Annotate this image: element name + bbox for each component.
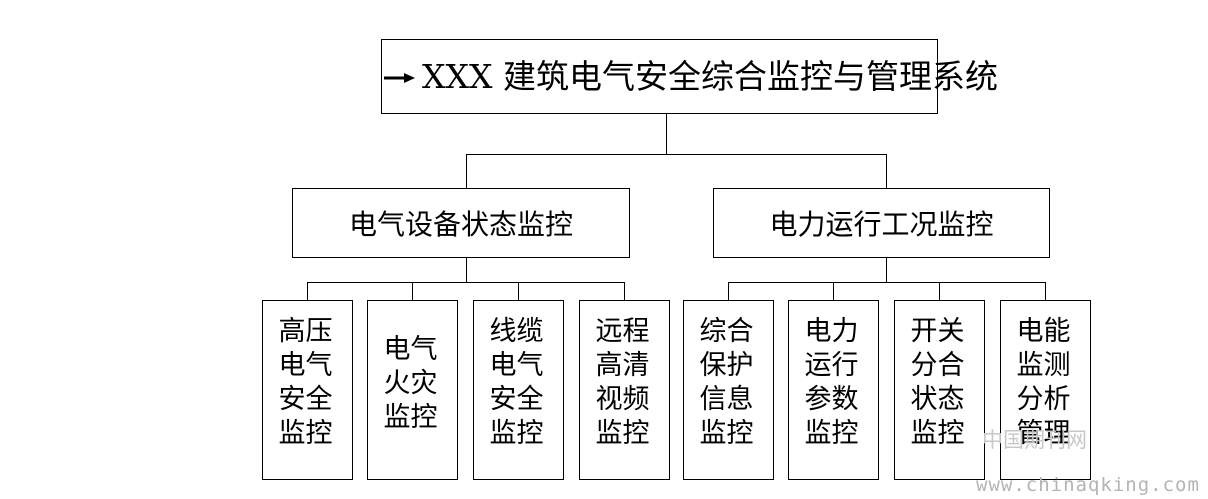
connector-left-leaves-horizontal [307,282,625,283]
leaf-label: 线缆电气安全监控 [489,316,544,449]
leaf-node-protection-info: 综合保护信息监控 [683,300,774,480]
leaf-label: 综合保护信息监控 [699,316,754,449]
connector-branch-horizontal [466,154,887,155]
connector-left-branch-down [466,154,467,188]
branch-node-equipment-status: 电气设备状态监控 [292,188,630,258]
leaf-label: 远程高清视频监控 [595,316,650,449]
connector-leaf-3-down [518,282,519,300]
connector-leaf-1-down [307,282,308,300]
leaf-label: 电能监测分析管理 [1016,316,1071,449]
leaf-node-hd-video: 远程高清视频监控 [579,300,670,480]
leaf-node-power-parameters: 电力运行参数监控 [788,300,879,480]
branch-label: 电力运行工况监控 [769,208,994,241]
connector-leaf-7-down [939,282,940,300]
connector-leaf-8-down [1045,282,1046,300]
root-node: XXX 建筑电气安全综合监控与管理系统 [381,39,998,114]
branch-node-power-operation: 电力运行工况监控 [713,188,1050,258]
connector-leaf-5-down [728,282,729,300]
arrow-icon [384,73,415,83]
branch-label: 电气设备状态监控 [348,208,573,241]
leaf-node-hv-safety: 高压电气安全监控 [262,300,353,480]
root-title: XXX 建筑电气安全综合监控与管理系统 [422,57,998,96]
leaf-label: 高压电气安全监控 [278,316,333,449]
leaf-node-electrical-fire: 电气火灾监控 [367,300,458,480]
connector-left-mid-down [466,258,467,282]
connector-right-branch-down [886,154,887,188]
connector-root-down [666,114,667,154]
leaf-label: 电气火灾监控 [383,334,438,433]
watermark-cn: 中国期刊网 [982,428,1087,452]
watermark-url: www.chinaqking.com [976,474,1200,496]
connector-right-leaves-horizontal [728,282,1046,283]
connector-right-mid-down [886,258,887,282]
connector-leaf-2-down [412,282,413,300]
leaf-node-cable-safety: 线缆电气安全监控 [473,300,564,480]
leaf-node-switch-status: 开关分合状态监控 [894,300,985,480]
connector-leaf-4-down [624,282,625,300]
leaf-node-energy-analysis: 电能监测分析管理 [1000,300,1091,480]
leaf-label: 开关分合状态监控 [910,316,965,449]
connector-leaf-6-down [833,282,834,300]
leaf-label: 电力运行参数监控 [804,316,859,449]
